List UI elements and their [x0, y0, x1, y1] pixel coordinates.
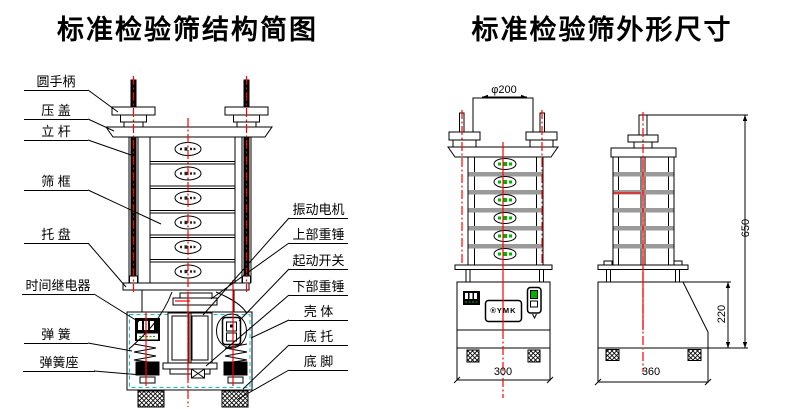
lower-weight — [162, 362, 218, 379]
vibration-motor — [167, 312, 213, 364]
label-upper-weight: 上部重锤 — [289, 228, 348, 244]
tray — [122, 282, 250, 291]
label-bottom-support: 底 托 — [289, 330, 348, 346]
dim-ticks-300 — [453, 376, 554, 384]
label-lower-weight: 下部重锤 — [289, 280, 348, 296]
left-diagram-title: 标准检验筛结构简图 — [57, 15, 318, 45]
base-shell — [597, 281, 709, 349]
spring-right — [224, 343, 248, 364]
centerlines — [132, 76, 248, 407]
label-sieve-frame: 筛 框 — [24, 175, 88, 191]
seat-bracket — [139, 376, 156, 384]
label-shell: 壳 体 — [289, 305, 348, 321]
columns — [128, 137, 252, 283]
upper-weight — [179, 292, 213, 299]
label-bottom-feet: 底 脚 — [289, 355, 348, 371]
foot-right — [221, 390, 249, 408]
label-time-relay: 时间继电器 — [22, 279, 94, 295]
motor-cable — [128, 291, 173, 350]
dim-base-height: 220 — [716, 304, 728, 324]
label-start-switch: 起动开关 — [289, 254, 348, 270]
round-handles — [111, 106, 269, 128]
top-cover — [472, 97, 534, 147]
brand-oval-green-icon — [498, 162, 512, 256]
nameplate-text: ®YMK — [490, 306, 517, 315]
foot — [527, 349, 541, 363]
label-spring-seat: 弹簧座 — [23, 356, 95, 372]
sieve-brand-ovals-green — [493, 158, 517, 260]
label-vertical-rod: 立 杆 — [24, 125, 88, 141]
switch-cable — [215, 291, 248, 315]
dim-overall-height: 650 — [740, 218, 752, 238]
right-diagram-title: 标准检验筛外形尺寸 — [471, 15, 733, 45]
label-round-handle: 圆手柄 — [24, 75, 88, 91]
structure-diagram — [87, 76, 290, 408]
dim-front-width: 300 — [493, 366, 513, 378]
sieve-rims — [468, 172, 543, 249]
leader-lines — [87, 89, 290, 400]
side-view — [594, 112, 748, 386]
sieve-frame-rims — [150, 161, 235, 263]
dim-side-width: 360 — [641, 366, 661, 378]
foot — [687, 349, 702, 361]
centerlines — [461, 110, 543, 398]
label-vibration-motor: 振动电机 — [289, 203, 348, 219]
centerlines — [613, 112, 644, 372]
pressure-cover — [105, 126, 273, 138]
time-relay — [463, 291, 480, 305]
dim-top-diameter: φ200 — [491, 84, 517, 96]
label-spring: 弹 簧 — [24, 328, 88, 344]
motor-mount — [172, 297, 218, 306]
spring-seat-right — [223, 361, 248, 376]
label-tray: 托 盘 — [24, 228, 88, 244]
foot — [605, 349, 620, 361]
dim-ticks-360 — [594, 378, 712, 386]
foot — [466, 349, 480, 363]
seat-bracket — [227, 376, 244, 384]
front-view — [447, 94, 559, 398]
spring-seat-left — [135, 361, 160, 376]
spring-left — [133, 343, 157, 364]
foot-left — [137, 390, 165, 408]
label-pressure-cover: 压 盖 — [24, 104, 88, 120]
power-switch — [526, 286, 542, 320]
brand-oval-icon — [180, 147, 196, 274]
